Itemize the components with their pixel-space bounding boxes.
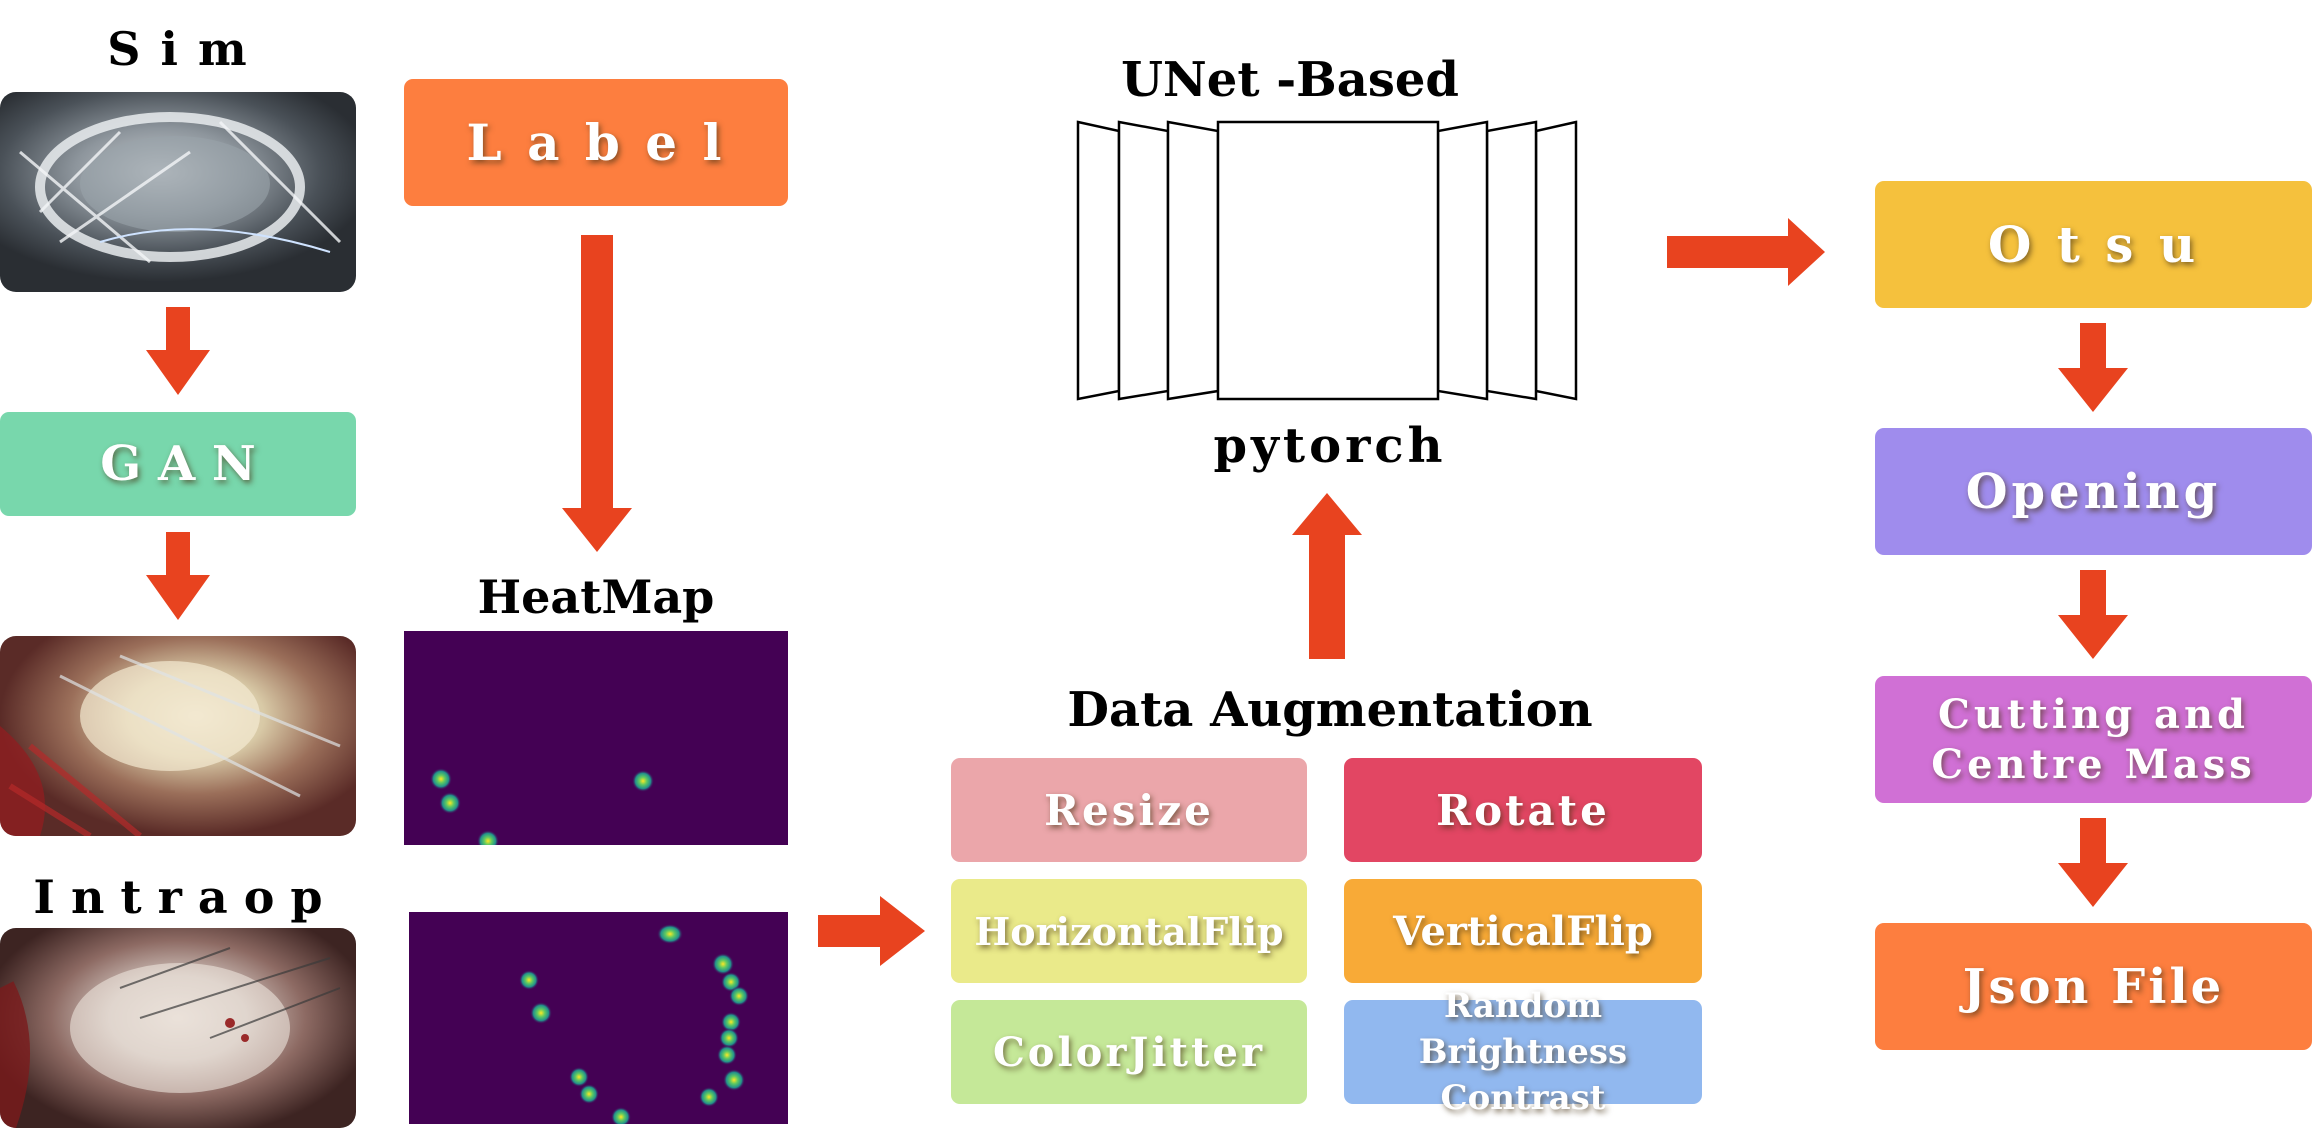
arrow-heatmap-to-augmentation [818,896,925,966]
arrow-gan-to-generated [146,532,210,620]
aug-color-jitter: ColorJitter [951,1000,1307,1104]
generated-image-graphic [0,654,341,836]
aug-horizontal-flip: HorizontalFlip [951,879,1307,983]
sim-image [0,92,356,292]
opening-box: Opening [1875,428,2312,555]
heatmap-2-points [519,924,749,1124]
json-file-box: Json File [1875,923,2312,1050]
heatmap-title: HeatMap [477,570,715,624]
intraop-image [0,928,356,1128]
unet-layers [1076,120,1578,401]
cutting-line-2: Centre Mass [1931,740,2256,788]
arrow-augmentation-to-unet [1292,493,1362,659]
sim-image-graphic [19,112,342,264]
arrow-cutting-to-json [2058,818,2128,907]
cutting-line-1: Cutting and [1937,690,2249,738]
arrow-sim-to-gan [146,307,210,395]
aug-rotate: Rotate [1344,758,1702,862]
intraop-image-graphic [0,947,341,1128]
arrow-unet-to-otsu [1667,218,1825,286]
arrow-label-to-heatmap [562,235,632,552]
arrow-opening-to-cutting [2058,570,2128,659]
heatmap-1-points [430,768,654,845]
aug-random-brightness-contrast: Random Brightness Contrast [1344,986,1702,1118]
aug-vertical-flip: VerticalFlip [1344,879,1702,983]
unet-framework: pytorch [1213,418,1447,474]
label-box: L a b e l [404,79,788,206]
heatmap-image-1 [404,631,788,845]
arrow-otsu-to-opening [2058,323,2128,412]
aug-resize: Resize [951,758,1307,862]
intraop-title: I n t r a o p [33,870,323,924]
gan-box: G A N [0,412,356,516]
sim-title: S i m [107,22,249,76]
heatmap-image-2 [409,912,788,1124]
augmentation-title: Data Augmentation [1067,682,1593,738]
generated-image [0,636,356,836]
cutting-box: Cutting and Centre Mass [1875,676,2312,803]
otsu-box: O t s u [1875,181,2312,308]
unet-title: UNet -Based [1121,52,1459,108]
